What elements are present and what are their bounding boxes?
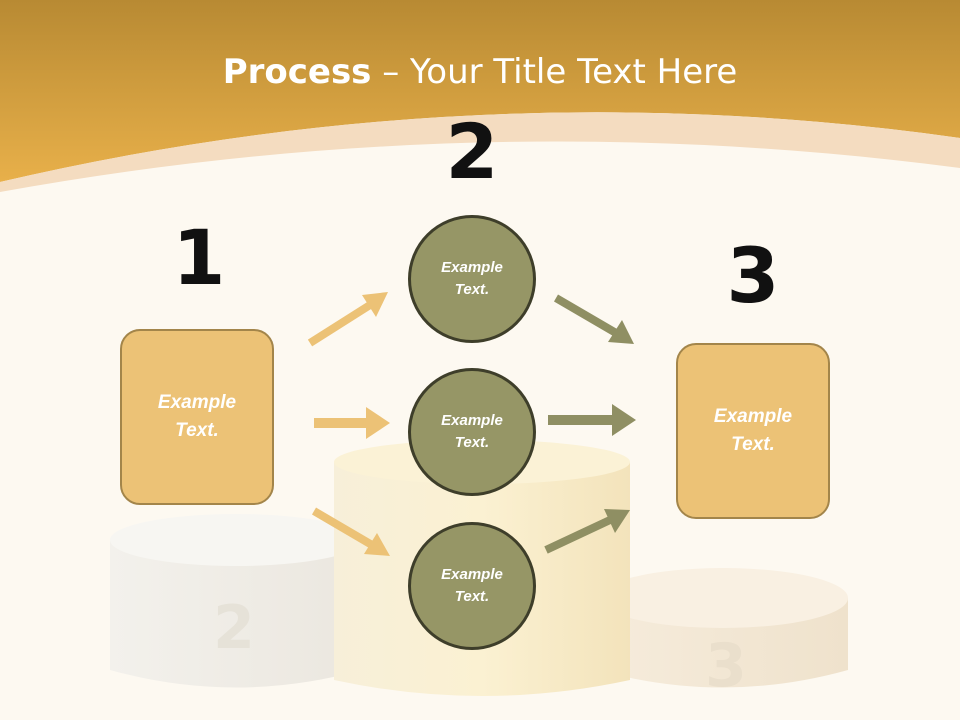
step-number-3: 3 <box>726 231 780 320</box>
title-rest: – Your Title Text Here <box>371 52 738 92</box>
step-circle-middle-text: Example Text. <box>441 411 503 452</box>
arrow-left-down <box>311 507 390 556</box>
step-box-3[interactable]: Example Text. <box>676 343 830 519</box>
slide-title: Process – Your Title Text Here <box>0 52 960 92</box>
arrow-right-middle <box>548 404 636 436</box>
step-number-2: 2 <box>445 107 499 196</box>
step-circle-bottom-text: Example Text. <box>441 565 503 606</box>
step-box-3-text: Example Text. <box>713 405 793 456</box>
podium-third-place: 3 <box>598 568 848 701</box>
title-bold: Process <box>222 52 372 92</box>
svg-text:2: 2 <box>213 593 255 663</box>
arrow-right-up <box>544 509 630 554</box>
arrow-left-up <box>307 292 388 347</box>
step-circle-top-text: Example Text. <box>441 258 503 299</box>
step-circle-middle[interactable]: Example Text. <box>408 368 536 496</box>
svg-text:3: 3 <box>705 631 747 701</box>
step-circle-bottom[interactable]: Example Text. <box>408 522 536 650</box>
step-box-1-text: Example Text. <box>157 391 237 442</box>
step-circle-top[interactable]: Example Text. <box>408 215 536 343</box>
podium-second-place: 2 <box>110 514 362 688</box>
arrow-right-down <box>553 294 634 344</box>
step-number-1: 1 <box>172 213 226 302</box>
step-box-1[interactable]: Example Text. <box>120 329 274 505</box>
arrow-left-middle <box>314 407 390 439</box>
